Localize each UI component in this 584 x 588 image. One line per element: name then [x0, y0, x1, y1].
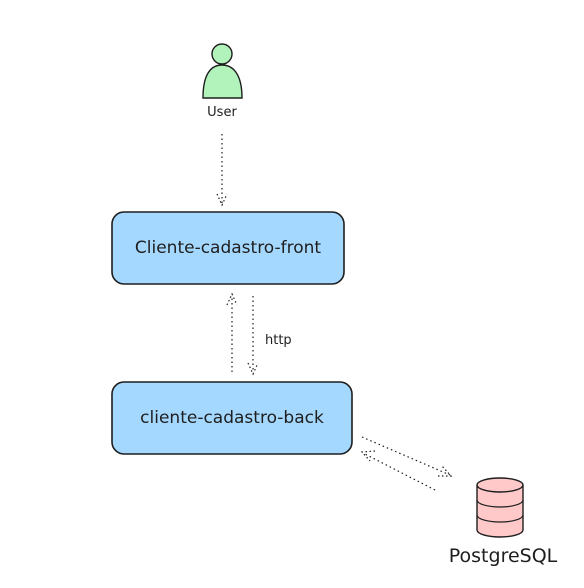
user-actor: User: [202, 43, 243, 120]
edge-front-to-back: [247, 296, 259, 376]
user-label: User: [207, 105, 237, 120]
database-label: PostgreSQL: [449, 545, 558, 567]
database-icon: [476, 477, 524, 538]
edge-user-to-front: [216, 134, 228, 207]
user-body-icon: [202, 64, 243, 99]
back-box: [111, 381, 353, 455]
back-node: cliente-cadastro-back: [111, 381, 353, 455]
front-label: Cliente-cadastro-front: [135, 238, 322, 258]
user-head-icon: [211, 43, 233, 65]
postgresql-database: PostgreSQL: [449, 477, 558, 567]
edge-back-to-front: [226, 292, 238, 372]
front-box: [111, 211, 345, 285]
http-label: http: [265, 333, 292, 348]
front-node: Cliente-cadastro-front: [111, 211, 345, 285]
edge-back-to-db: [361, 436, 453, 477]
edge-db-to-back: [360, 450, 436, 491]
back-label: cliente-cadastro-back: [140, 408, 324, 428]
